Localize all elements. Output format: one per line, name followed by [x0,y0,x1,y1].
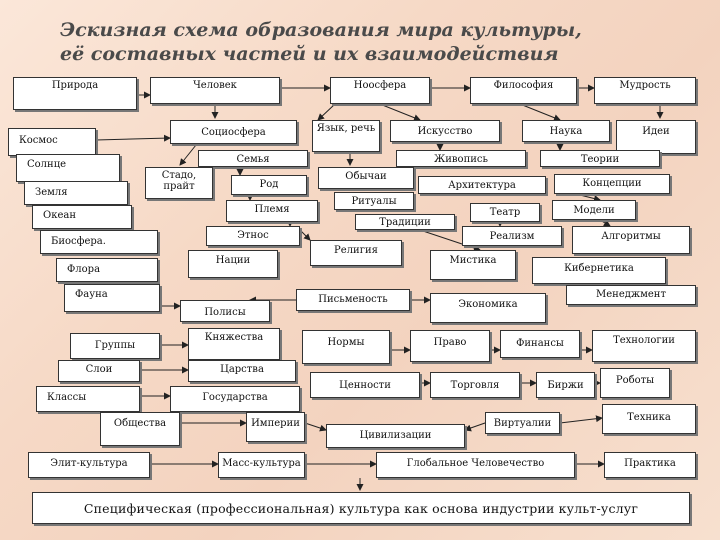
node-plemya: Племя [226,200,318,222]
node-priroda: Природа [13,77,137,110]
node-nacii: Нации [188,250,278,278]
node-imperii: Империи [246,412,305,442]
node-carstva: Царства [188,360,296,382]
node-teatr: Театр [470,203,540,222]
node-ekonomika: Экономика [430,293,546,323]
node-teorii: Теории [540,150,660,167]
node-etnos: Этнос [206,226,300,246]
node-iskusstvo: Искусство [390,120,500,142]
node-stado: Стадо, прайт [145,167,213,199]
node-mass-kultura: Масс-культура [218,452,305,478]
node-pismennost: Письменость [296,289,410,311]
node-civilizacii: Цивилизации [326,424,465,448]
node-pravo: Право [410,330,490,362]
node-arhitektura: Архитектура [418,176,546,194]
node-tehnologii: Технологии [592,330,696,362]
node-modeli: Модели [552,200,636,220]
page-title: Эскизная схема образования мира культуры… [60,18,660,66]
footer-box: Специфическая (профессиональная) культур… [32,492,690,524]
node-flora: Флора [56,258,158,282]
node-globalnoe-chelovechestvo: Глобальное Человечество [376,452,575,478]
node-realizm: Реализм [462,226,562,246]
node-yazyk: Язык, речь [312,120,380,152]
node-filosofiya: Философия [470,77,577,104]
node-biosfera: Биосфера. [40,230,158,254]
node-zemlya: Земля [24,181,128,205]
node-ritualy: Ритуалы [334,192,414,210]
node-algoritmy: Алгоритмы [572,226,690,254]
node-okean: Океан [32,205,132,229]
node-tradicii: Традиции [355,214,455,230]
node-finansy: Финансы [500,330,580,358]
node-virtualii: Виртуалии [485,412,560,434]
node-mudrost: Мудрость [594,77,696,104]
node-gosudarstva: Государства [170,386,300,412]
node-polisy: Полисы [180,300,270,322]
node-solnce: Солнце [16,154,120,182]
node-semya: Семья [198,150,308,167]
node-birzhi: Биржи [536,372,595,398]
footer-text: Специфическая (профессиональная) культур… [83,500,639,516]
node-idei: Идеи [616,120,696,154]
node-menedzhment: Менеджмент [566,285,696,305]
node-roboty: Роботы [600,368,670,398]
node-nauka: Наука [522,120,610,142]
node-religiya: Религия [310,240,402,266]
node-zhivopis: Живопись [396,150,526,167]
node-kibernetika: Кибернетика [532,257,666,284]
node-sloi: Слои [58,360,140,382]
node-noosfera: Ноосфера [330,77,430,104]
node-sociosfera: Социосфера [170,120,297,144]
node-obshchestva: Общества [100,412,180,446]
node-praktika: Практика [604,452,696,478]
title-line-2: её составных частей и их взаимодействия [60,43,559,65]
node-torgovlya: Торговля [430,372,520,398]
node-tehnika: Техника [602,404,696,434]
node-cennosti: Ценности [310,372,420,398]
node-elit-kultura: Элит-культура [28,452,150,478]
node-chelovek: Человек [150,77,280,104]
node-obychai: Обычаи [318,167,414,189]
node-fauna: Фауна [64,284,160,312]
node-knyazhestva: Княжества [188,328,280,360]
node-mistika: Мистика [430,250,516,280]
node-gruppy: Группы [70,333,160,359]
title-line-1: Эскизная схема образования мира культуры… [60,19,582,41]
node-kosmos: Космос [8,128,96,156]
node-normy: Нормы [302,330,390,364]
node-rod: Род [231,175,307,195]
node-koncepcii: Концепции [554,174,670,194]
node-klassy: Классы [36,386,140,412]
